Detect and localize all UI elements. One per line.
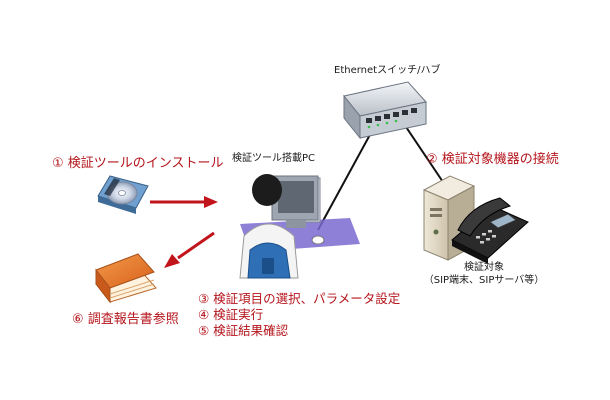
book-icon (95, 253, 157, 304)
step5-label: ⑤ 検証結果確認 (198, 323, 289, 338)
target-label-line2: （SIP端末、SIPサーバ等） (423, 275, 545, 286)
arrow-report (164, 231, 215, 268)
target-label-line1: 検証対象 (464, 262, 504, 273)
step6-label: ⑥ 調査報告書参照 (72, 312, 179, 327)
cable-hub-to-target (399, 117, 446, 186)
switch-hub-icon (343, 81, 427, 140)
arrow-install (150, 196, 218, 208)
step2-label: ② 検証対象機器の接続 (426, 152, 559, 167)
pc-label: 検証ツール搭載PC (232, 153, 316, 164)
hub-label: Ethernetスイッチ/ハブ (334, 65, 441, 76)
step3-label: ③ 検証項目の選択、パラメータ設定 (198, 291, 401, 306)
cd-icon (97, 175, 149, 214)
cable-pc-to-hub (317, 119, 379, 231)
step4-label: ④ 検証実行 (198, 307, 264, 322)
target-label: 検証対象 （SIP端末、SIPサーバ等） (404, 263, 564, 286)
step1-label: ① 検証ツールのインストール (52, 156, 224, 171)
computer-user-icon (239, 174, 360, 279)
steps-list: ③ 検証項目の選択、パラメータ設定 ④ 検証実行 ⑤ 検証結果確認 (198, 291, 400, 339)
ip-phone-icon (451, 197, 529, 264)
